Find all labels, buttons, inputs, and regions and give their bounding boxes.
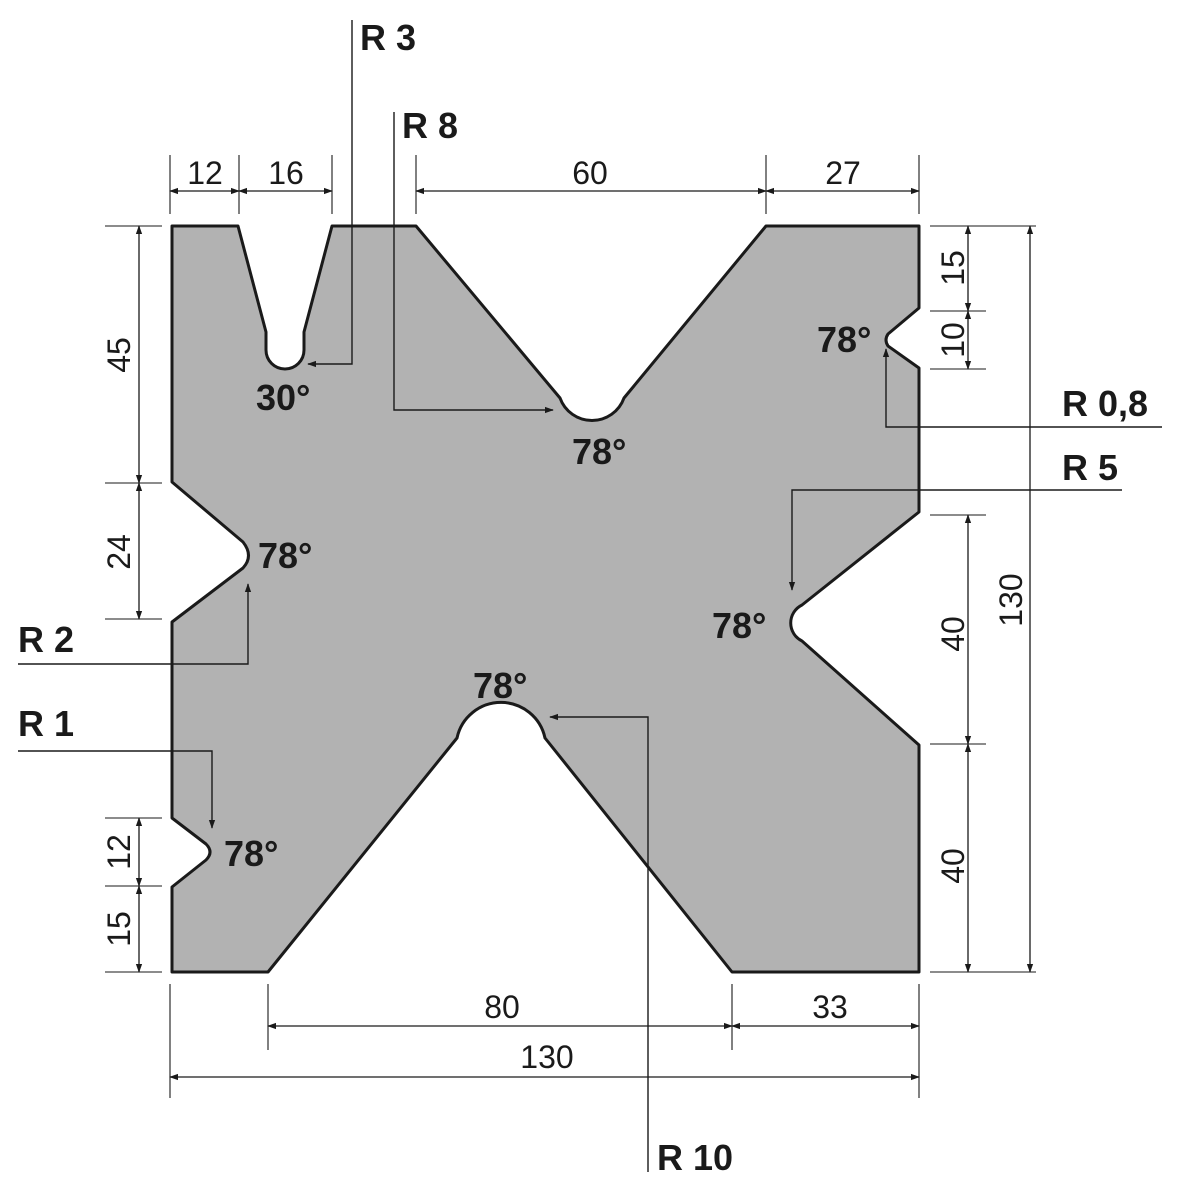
dim-right-40-upper: 40: [935, 616, 971, 652]
label-r08: R 0,8: [1062, 383, 1148, 424]
label-r5: R 5: [1062, 447, 1118, 488]
dim-bottom-80: 80: [484, 989, 520, 1025]
top-dimensions: 12 16 60 27: [169, 155, 920, 214]
left-dimensions: 45 24 12 15: [101, 225, 162, 973]
dim-top-27: 27: [825, 155, 861, 191]
dim-top-16: 16: [268, 155, 304, 191]
angle-left-lower-v: 78°: [224, 833, 278, 874]
angle-left-upper-v: 78°: [258, 535, 312, 576]
dim-right-15: 15: [935, 250, 971, 286]
bottom-dimensions: 80 33 130: [169, 984, 920, 1098]
die-profile-body: [170, 224, 921, 974]
dim-right-40-lower: 40: [935, 848, 971, 884]
dim-bottom-33: 33: [812, 989, 848, 1025]
dim-left-15: 15: [101, 911, 137, 947]
angle-top-small-v: 30°: [256, 377, 310, 418]
label-r2: R 2: [18, 619, 74, 660]
angle-right-large-v: 78°: [712, 605, 766, 646]
label-r8: R 8: [402, 105, 458, 146]
label-r3: R 3: [360, 17, 416, 58]
angle-bottom-large-v: 78°: [473, 665, 527, 706]
radius-leaders: R 3 R 8 R 0,8 R 5 R 2 R 1 R 10: [18, 17, 1162, 1178]
right-dimensions: 15 10 40 40 130: [930, 225, 1036, 973]
dim-top-60: 60: [572, 155, 608, 191]
dim-bottom-130: 130: [520, 1039, 573, 1075]
dim-left-12: 12: [101, 834, 137, 870]
dim-right-130: 130: [993, 573, 1029, 626]
label-r1: R 1: [18, 703, 74, 744]
label-r10: R 10: [657, 1137, 733, 1178]
angle-labels: 30° 78° 78° 78° 78° 78° 78°: [224, 319, 871, 874]
dim-left-45: 45: [101, 337, 137, 373]
dim-right-10: 10: [935, 322, 971, 358]
dim-left-24: 24: [101, 534, 137, 570]
angle-right-small-v: 78°: [817, 319, 871, 360]
dim-top-12: 12: [187, 155, 223, 191]
angle-top-large-v: 78°: [572, 431, 626, 472]
